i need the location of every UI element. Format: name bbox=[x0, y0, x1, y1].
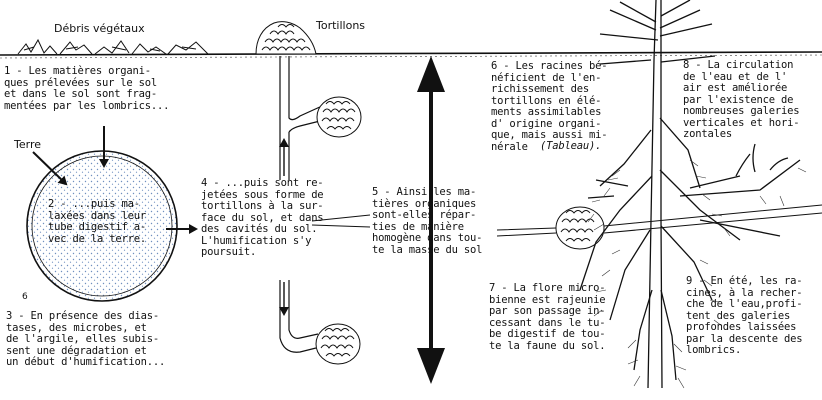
connector-step5 bbox=[311, 214, 371, 228]
casting-cavity-1 bbox=[316, 96, 362, 138]
step-7-text: 7 - La flore micro- bienne est rajeunie … bbox=[489, 282, 606, 352]
step-5-text: 5 - Ainsi les ma- tières organiques sont… bbox=[372, 186, 483, 256]
surface-casting bbox=[255, 21, 317, 55]
step-1-text: 1 - Les matières organi- ques prélevées … bbox=[4, 65, 170, 112]
step-8-text: 8 - La circulation de l'eau et de l' air… bbox=[683, 59, 800, 140]
step-6-block: 6 - Les racines bé- néficient de l'en- r… bbox=[491, 60, 608, 153]
step-9-text: 9 - En été, les ra- cines, à la recher- … bbox=[686, 275, 803, 356]
arrow-terre bbox=[32, 151, 68, 186]
step-6-reference: (Tableau). bbox=[540, 140, 602, 152]
label-tortillons: Tortillons bbox=[316, 19, 366, 32]
plant-debris bbox=[17, 38, 209, 55]
tree bbox=[579, 0, 801, 389]
step-6-text: 6 - Les racines bé- néficient de l'en- r… bbox=[491, 60, 608, 153]
step-2-text: 2 - ...puis ma- laxées dans leur tube di… bbox=[48, 198, 146, 245]
label-terre: Terre bbox=[14, 138, 41, 151]
root-line-left bbox=[496, 227, 557, 237]
label-debris-vegetaux: Débris végétaux bbox=[54, 22, 145, 35]
figure-number: 6 bbox=[22, 292, 28, 302]
root-hairs bbox=[587, 159, 807, 389]
digestive-tube-inner bbox=[31, 155, 173, 297]
soil-surface-line bbox=[0, 51, 822, 56]
soil-surface-texture bbox=[0, 54, 822, 59]
vertical-double-arrow bbox=[417, 56, 445, 384]
step-3-text: 3 - En présence des dias- tases, des mic… bbox=[6, 310, 166, 368]
digestive-tube-circle bbox=[26, 150, 178, 302]
casting-cavity-2 bbox=[315, 323, 361, 365]
step-4-text: 4 - ...puis sont re- jetées sous forme d… bbox=[201, 177, 324, 258]
earthworm-burrow bbox=[279, 56, 325, 353]
